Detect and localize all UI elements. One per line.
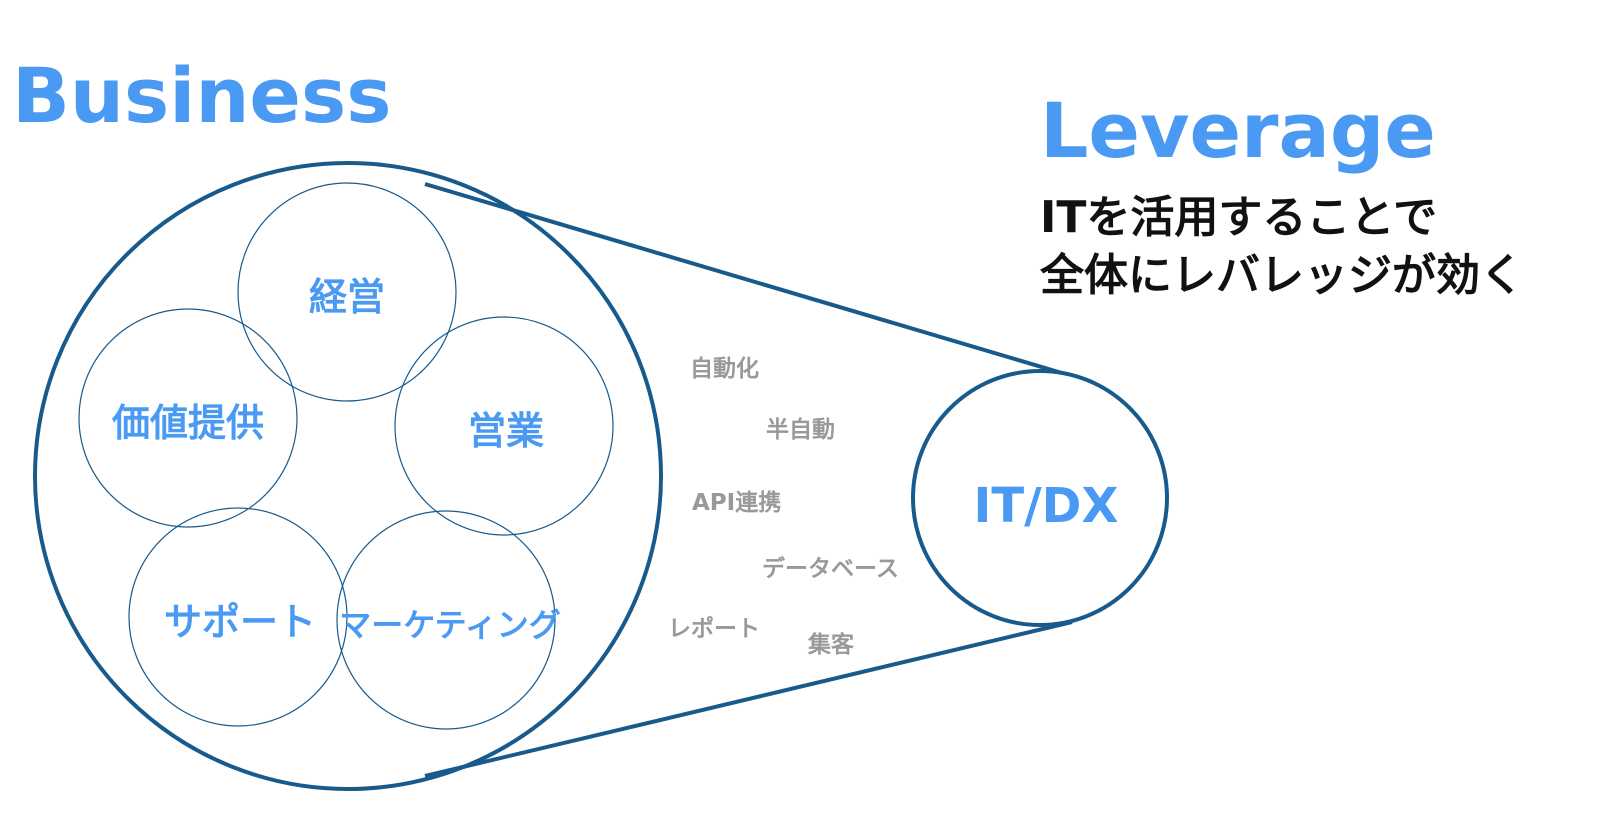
area-label-value: 価値提供 xyxy=(111,401,264,445)
it-label: IT/DX xyxy=(974,478,1119,534)
business-title: Business xyxy=(12,51,391,140)
area-circle-sales xyxy=(394,316,614,536)
keyword-automation: 自動化 xyxy=(690,355,759,382)
leverage-subtitle-line-2: 全体にレバレッジが効く xyxy=(1039,250,1524,301)
keyword-api: API連携 xyxy=(692,489,781,516)
area-circle-value xyxy=(78,308,298,528)
area-label-support: サポート xyxy=(164,600,316,644)
keyword-database: データベース xyxy=(762,555,899,582)
leverage-title: Leverage xyxy=(1040,86,1436,175)
keyword-report: レポート xyxy=(668,615,760,642)
area-circle-support xyxy=(128,507,348,727)
area-circle-marketing xyxy=(336,510,556,730)
area-label-management: 経営 xyxy=(309,275,385,319)
area-circle-management xyxy=(237,182,457,402)
leverage-subtitle-line-1: ITを活用することで xyxy=(1040,192,1437,243)
area-label-marketing: マーケティング xyxy=(339,606,560,644)
it-circle xyxy=(911,369,1169,627)
connector-line-top xyxy=(424,182,1073,378)
business-circle xyxy=(33,161,663,791)
keyword-customer-acquisition: 集客 xyxy=(807,631,855,658)
keyword-semi-automation: 半自動 xyxy=(766,416,835,443)
area-label-sales: 営業 xyxy=(468,409,544,453)
connector-line-bottom xyxy=(424,620,1073,778)
